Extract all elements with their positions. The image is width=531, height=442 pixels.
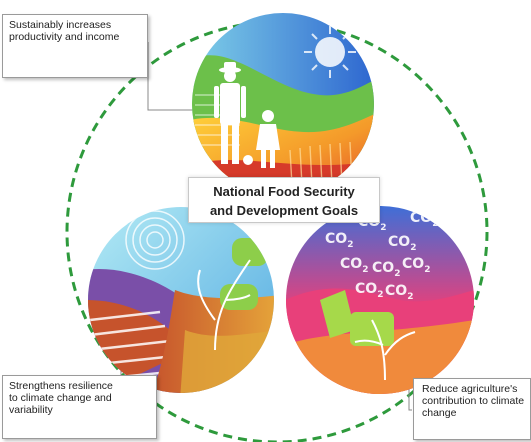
svg-text:CO2: CO2 — [325, 231, 353, 250]
dashed-ring — [65, 20, 489, 442]
svg-text:CO2: CO2 — [388, 234, 416, 253]
callout-resilience-line-3: variability — [9, 404, 53, 416]
callout-productivity-line-2: productivity and income — [9, 31, 120, 43]
callout-resilience-line-1: Strengthens resilience — [9, 380, 113, 392]
center-goal-label: National Food Security and Development G… — [188, 177, 380, 223]
child-figure-icon — [243, 110, 280, 168]
sun-icon — [304, 26, 356, 78]
svg-text:CO2: CO2 — [372, 260, 400, 279]
svg-text:CO2: CO2 — [340, 256, 368, 275]
svg-text:CO2: CO2 — [402, 256, 430, 275]
center-label-line-1: National Food Security — [213, 184, 355, 199]
callout-mitigation-line-2: contribution to climate — [422, 395, 525, 407]
farmer-figure-icon — [214, 62, 246, 164]
wind-spiral-icon — [125, 210, 185, 270]
crop-plant-icon — [320, 290, 416, 381]
callout-productivity: Sustainably increases productivity and i… — [2, 14, 148, 78]
center-label-line-2: and Development Goals — [209, 203, 359, 218]
resilience-circle — [88, 207, 274, 393]
callout-mitigation-line-1: Reduce agriculture's — [422, 383, 518, 395]
connector-line-top — [147, 42, 196, 111]
callout-productivity-line-1: Sustainably increases — [9, 19, 112, 31]
productivity-circle — [192, 13, 374, 195]
svg-text:CO2: CO2 — [355, 281, 383, 300]
svg-text:CO2: CO2 — [385, 283, 413, 302]
callout-resilience: Strengthens resilience to climate change… — [2, 375, 157, 439]
callout-mitigation-line-3: change — [422, 407, 457, 419]
mitigation-circle: CO2 CO2 CO2 CO2 CO2 CO2 CO2 CO2 CO2 — [286, 206, 474, 394]
callout-resilience-line-2: to climate change and — [9, 392, 112, 404]
callout-mitigation: Reduce agriculture's contribution to cli… — [413, 378, 531, 440]
